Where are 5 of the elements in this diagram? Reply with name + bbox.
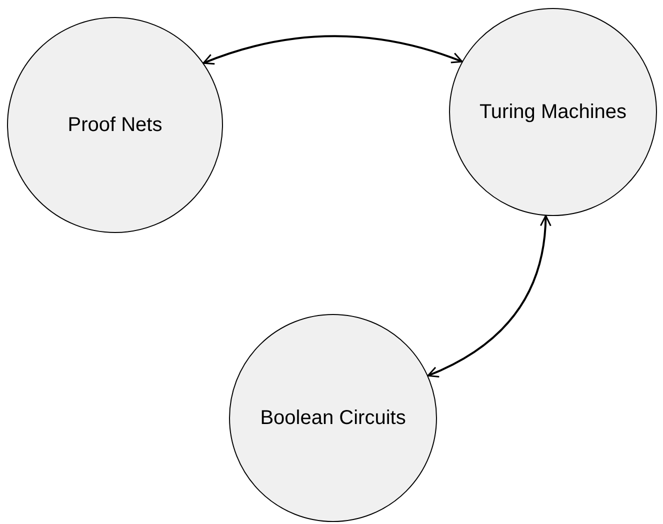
double-arrow: [202, 35, 463, 65]
node-label: Boolean Circuits: [260, 406, 406, 431]
node-label: Turing Machines: [479, 100, 627, 125]
node-label: Proof Nets: [68, 113, 162, 138]
double-arrow: [427, 215, 551, 378]
